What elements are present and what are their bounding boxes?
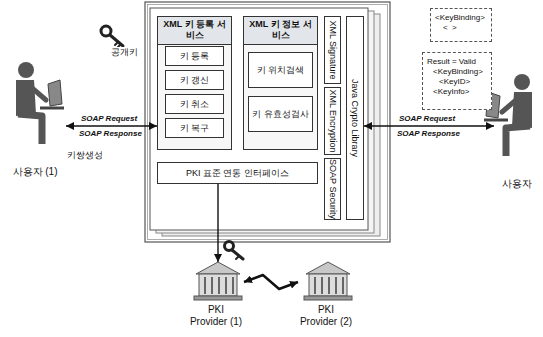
service-heading: XML 키 정보 서비스	[244, 17, 317, 45]
box-label: Java Crypto Library	[350, 79, 360, 157]
function-box: 키 취소	[165, 94, 224, 114]
interface-bar: PKI 표준 연동 인터페이스	[157, 162, 318, 184]
message-label: SOAP Response	[396, 129, 461, 138]
message-label: SOAP Response	[78, 129, 143, 138]
message-line: <KeyBinding>	[433, 67, 487, 77]
user-figure	[16, 62, 64, 144]
message-label: SOAP Request	[398, 114, 456, 123]
key-icon	[101, 26, 123, 47]
server-frame	[145, 2, 390, 242]
message-arrow	[217, 184, 218, 262]
box-label: XML Signature	[328, 20, 338, 79]
box-label: 키 유효성검사	[252, 109, 309, 120]
key-icon	[225, 242, 244, 260]
box-label: 사용자	[502, 178, 532, 190]
service-box: XML 키 정보 서비스키 위치검색키 유효성검사	[243, 16, 318, 150]
message-line: <KeyInfo>	[433, 87, 487, 97]
box-label: 키 복구	[180, 123, 210, 134]
box-label: PKI Provider (1)	[188, 304, 244, 328]
message-line: <KeyBinding>	[435, 13, 487, 23]
function-box: 키 복구	[165, 118, 224, 138]
module-column: XML Signature	[324, 16, 341, 84]
box-label: 키 등록	[180, 51, 210, 62]
message-label: SOAP Request	[80, 114, 138, 123]
key-label: 공개키	[110, 47, 139, 58]
front-page	[150, 8, 368, 230]
response-message: Result = Valid<KeyBinding><KeyID><KeyInf…	[422, 52, 492, 110]
link-arrow	[244, 275, 298, 289]
service-heading: XML 키 등록 서비스	[158, 17, 231, 45]
server-frame-inner	[148, 5, 388, 240]
annotation: 키쌍생성	[66, 150, 104, 161]
service-box: XML 키 등록 서비스키 등록키 갱신키 취소키 복구	[157, 16, 232, 150]
function-box: 키 갱신	[165, 70, 224, 90]
function-box: 키 등록	[165, 46, 224, 66]
message-line: < >	[443, 23, 487, 33]
module-column: SOAP Security	[324, 158, 341, 220]
message-line: Result = Valid	[427, 57, 487, 67]
message-arrow	[364, 125, 494, 126]
box-label: PKI 표준 연동 인터페이스	[186, 168, 289, 179]
pki-provider: PKI Provider (1)	[188, 262, 244, 328]
message-line: <KeyID>	[439, 77, 487, 87]
library-column: Java Crypto Library	[346, 16, 364, 220]
box-label: 키 위치검색	[257, 65, 305, 76]
request-message: <KeyBinding>< >	[430, 8, 492, 42]
building-icon	[194, 262, 242, 300]
user-figure: 사용자	[494, 70, 540, 190]
pki-provider: PKI Provider (2)	[298, 262, 354, 328]
box-label: 키 취소	[180, 99, 210, 110]
function-box: 키 위치검색	[248, 52, 313, 88]
module-column: XML Encryption	[324, 87, 341, 155]
message-arrow	[66, 125, 157, 126]
building-icon	[304, 262, 352, 300]
box-label: 사용자 (1)	[13, 166, 58, 178]
box-label: XML Encryption	[328, 89, 338, 152]
box-label: SOAP Security	[328, 159, 338, 219]
user-figure: 사용자 (1)	[4, 52, 66, 178]
box-label: PKI Provider (2)	[298, 304, 354, 328]
box-label: 키 갱신	[180, 75, 210, 86]
function-box: 키 유효성검사	[248, 96, 313, 132]
